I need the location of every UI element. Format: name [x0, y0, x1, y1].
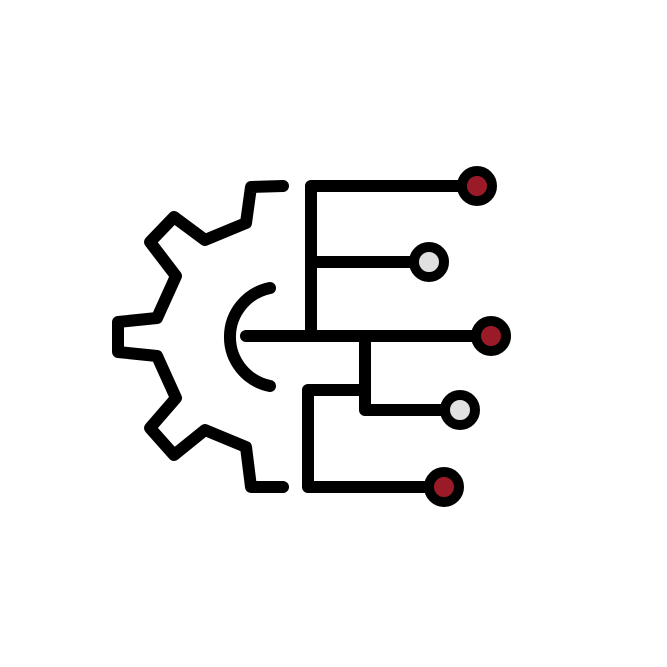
- node-middle-accent: [471, 316, 511, 356]
- node-upper-light: [409, 242, 449, 282]
- node-bottom-accent: [424, 467, 464, 507]
- circuit-trace-lower: [359, 330, 450, 416]
- gear-inner-arc: [223, 282, 276, 392]
- gear-outline: [112, 180, 289, 493]
- node-lower-light: [440, 390, 480, 430]
- circuit-trace-bottom: [302, 384, 434, 493]
- circuit-trace-top: [305, 180, 468, 342]
- node-top-accent: [457, 166, 497, 206]
